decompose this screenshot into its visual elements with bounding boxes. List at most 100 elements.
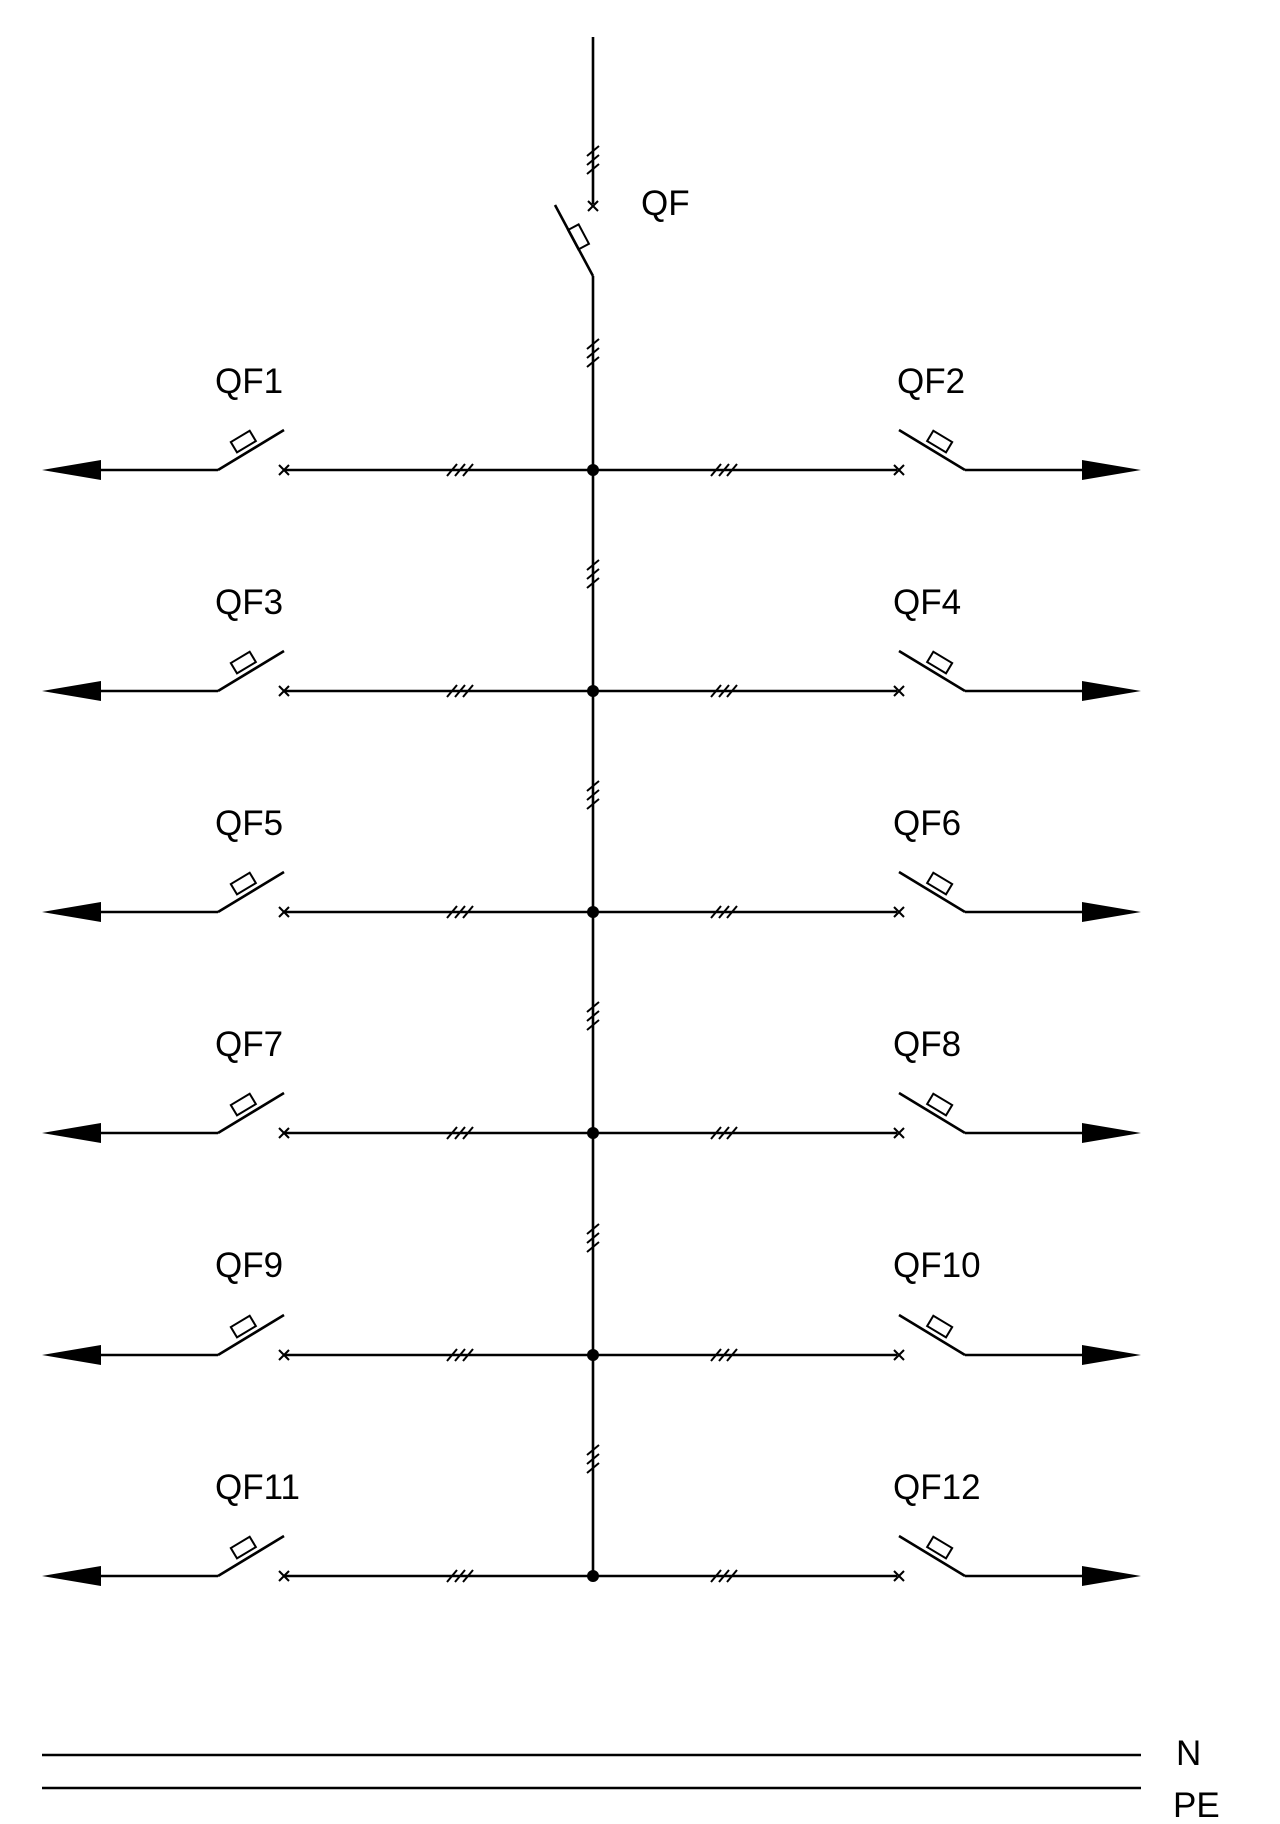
release-box	[566, 223, 591, 251]
release-box	[925, 871, 954, 896]
conductor-tick	[586, 780, 600, 792]
release-box-rect	[925, 429, 954, 454]
conductor-tick	[446, 684, 458, 698]
left-breaker-blade	[217, 1534, 285, 1578]
breaker-x-mark	[278, 685, 290, 697]
conductor-tick	[718, 905, 730, 919]
release-box	[925, 1092, 954, 1117]
release-box	[925, 1314, 954, 1339]
left-arrow	[42, 1123, 101, 1143]
right-breaker-blade	[898, 649, 966, 693]
conductor-tick	[718, 1348, 730, 1362]
branch-row: QF9 QF10	[42, 1223, 1141, 1365]
breaker-x-mark	[278, 906, 290, 918]
conductor-tick	[454, 1348, 466, 1362]
release-box	[229, 871, 258, 896]
left-breaker-label: QF3	[215, 583, 283, 622]
main-feed	[553, 37, 600, 1577]
conductor-tick	[462, 1126, 474, 1140]
right-breaker-label: QF10	[893, 1246, 981, 1285]
release-box	[229, 429, 258, 454]
branch-row: QF3 QF4	[42, 559, 1141, 701]
breaker-x-mark	[893, 464, 905, 476]
release-box	[925, 650, 954, 675]
neutral-label: N	[1176, 1734, 1201, 1773]
breaker-x-mark	[893, 1349, 905, 1361]
right-breaker-blade	[898, 1534, 966, 1578]
left-arrow	[42, 1566, 101, 1586]
conductor-tick	[586, 145, 600, 157]
conductor-tick	[462, 463, 474, 477]
conductor-tick	[462, 905, 474, 919]
conductor-tick	[586, 1462, 600, 1474]
right-arrow	[1082, 460, 1141, 480]
conductor-tick	[718, 1126, 730, 1140]
conductor-tick	[462, 1569, 474, 1583]
left-breaker-label: QF5	[215, 804, 283, 843]
breaker-x-mark	[893, 1570, 905, 1582]
conductor-tick	[586, 568, 600, 580]
right-breaker-blade	[898, 1313, 966, 1357]
conductor-tick	[454, 684, 466, 698]
conductor-tick	[586, 356, 600, 368]
conductor-tick	[586, 1001, 600, 1013]
breaker-x-mark	[278, 464, 290, 476]
release-box-rect	[229, 429, 258, 454]
release-box	[229, 1314, 258, 1339]
release-box-rect	[925, 650, 954, 675]
release-box-rect	[566, 223, 591, 251]
conductor-tick	[586, 789, 600, 801]
release-box-rect	[925, 871, 954, 896]
conductor-tick	[710, 463, 722, 477]
release-box-rect	[229, 1092, 258, 1117]
left-arrow	[42, 902, 101, 922]
left-arrow	[42, 681, 101, 701]
conductor-tick	[710, 1569, 722, 1583]
right-breaker-label: QF6	[893, 804, 961, 843]
conductor-tick	[726, 1126, 738, 1140]
conductor-tick	[586, 1241, 600, 1253]
release-box-rect	[229, 650, 258, 675]
conductor-tick	[718, 1569, 730, 1583]
conductor-tick	[446, 463, 458, 477]
conductor-tick	[454, 1569, 466, 1583]
main-breaker-label: QF	[641, 184, 690, 223]
release-box	[229, 1535, 258, 1560]
conductor-tick	[726, 684, 738, 698]
right-arrow	[1082, 681, 1141, 701]
left-arrow	[42, 460, 101, 480]
conductor-tick	[710, 684, 722, 698]
conductor-tick	[586, 163, 600, 175]
conductor-tick	[726, 905, 738, 919]
conductor-tick	[454, 1126, 466, 1140]
right-arrow	[1082, 902, 1141, 922]
right-breaker-blade	[898, 428, 966, 472]
conductor-tick	[586, 154, 600, 166]
conductor-tick	[586, 577, 600, 589]
breaker-x-mark	[893, 685, 905, 697]
left-breaker-label: QF11	[215, 1468, 300, 1507]
conductor-tick	[454, 905, 466, 919]
left-breaker-label: QF9	[215, 1246, 283, 1285]
left-breaker-blade	[217, 1091, 285, 1135]
conductor-tick	[454, 463, 466, 477]
release-box-rect	[229, 1535, 258, 1560]
conductor-tick	[710, 1126, 722, 1140]
branch-row: QF5 QF6	[42, 780, 1141, 922]
right-breaker-blade	[898, 870, 966, 914]
right-arrow	[1082, 1566, 1141, 1586]
conductor-tick	[726, 1348, 738, 1362]
right-breaker-label: QF4	[893, 583, 961, 622]
conductor-tick	[586, 1444, 600, 1456]
left-breaker-blade	[217, 649, 285, 693]
conductor-tick	[446, 1569, 458, 1583]
conductor-tick	[462, 1348, 474, 1362]
conductor-tick	[586, 338, 600, 350]
conductor-tick	[726, 1569, 738, 1583]
right-arrow	[1082, 1345, 1141, 1365]
conductor-tick	[718, 463, 730, 477]
release-box	[229, 1092, 258, 1117]
breaker-x-mark	[278, 1349, 290, 1361]
